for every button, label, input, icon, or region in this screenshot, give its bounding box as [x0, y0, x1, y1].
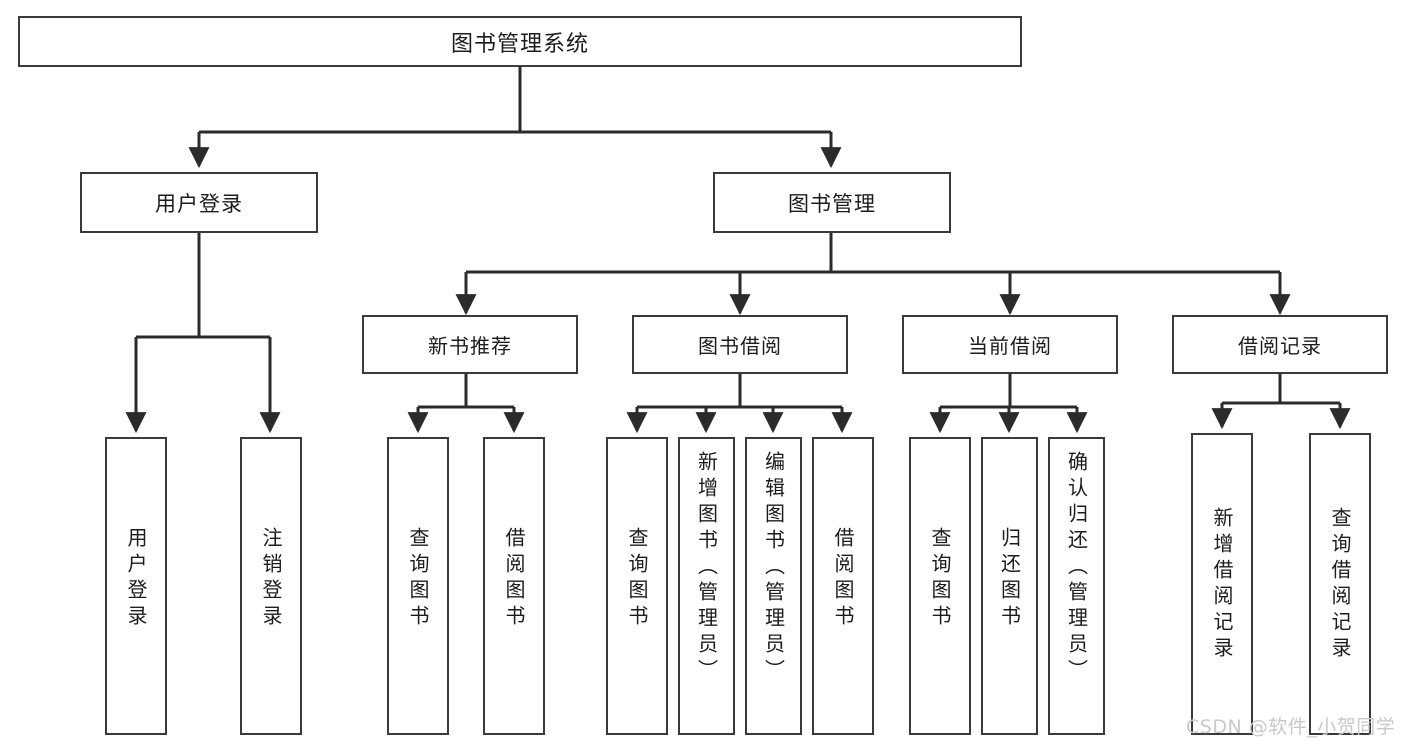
leaf-new-book-borrow[interactable]: 借阅图书: [483, 437, 545, 735]
watermark: CSDN @软件_小贺同学: [1186, 716, 1396, 738]
node-borrow-record[interactable]: 借阅记录: [1172, 315, 1388, 374]
leaf-book-borrow-query[interactable]: 查询图书: [606, 437, 668, 735]
leaf-new-book-query-label: 查询图书: [406, 527, 430, 631]
leaf-current-borrow-query-label: 查询图书: [928, 527, 952, 631]
leaf-user-login-logout[interactable]: 注销登录: [240, 437, 302, 735]
node-borrow-record-label: 借阅记录: [1238, 334, 1322, 358]
node-current-borrow[interactable]: 当前借阅: [902, 315, 1118, 374]
leaf-book-borrow-edit-label: 编辑图书（管理员）: [761, 451, 786, 685]
node-user-login-label: 用户登录: [155, 191, 243, 216]
leaf-user-login-login-label: 用户登录: [124, 527, 148, 631]
leaf-current-borrow-return-label: 归还图书: [997, 527, 1022, 631]
leaf-user-login-logout-label: 注销登录: [259, 527, 283, 631]
node-book-management-label: 图书管理: [788, 191, 876, 216]
leaf-borrow-record-add[interactable]: 新增借阅记录: [1191, 433, 1253, 735]
node-book-borrow-label: 图书借阅: [698, 334, 782, 358]
leaf-book-borrow-borrow-label: 借阅图书: [831, 527, 855, 631]
leaf-current-borrow-query[interactable]: 查询图书: [909, 437, 971, 735]
leaf-borrow-record-query[interactable]: 查询借阅记录: [1309, 433, 1371, 735]
leaf-book-borrow-query-label: 查询图书: [625, 527, 649, 631]
node-book-borrow[interactable]: 图书借阅: [632, 315, 848, 374]
leaf-book-borrow-borrow[interactable]: 借阅图书: [812, 437, 874, 735]
leaf-book-borrow-add-label: 新增图书（管理员）: [694, 451, 719, 685]
leaf-current-borrow-confirm-return[interactable]: 确认归还（管理员）: [1048, 437, 1105, 735]
leaf-current-borrow-confirm-return-label: 确认归还（管理员）: [1064, 451, 1089, 685]
leaf-book-borrow-edit[interactable]: 编辑图书（管理员）: [745, 437, 802, 735]
node-book-management[interactable]: 图书管理: [713, 172, 951, 233]
leaf-borrow-record-query-label: 查询借阅记录: [1328, 507, 1352, 663]
node-root-label: 图书管理系统: [450, 31, 589, 57]
leaf-current-borrow-return[interactable]: 归还图书: [981, 437, 1038, 735]
node-new-book-recommend-label: 新书推荐: [428, 334, 512, 358]
leaf-borrow-record-add-label: 新增借阅记录: [1210, 507, 1234, 663]
leaf-new-book-borrow-label: 借阅图书: [502, 527, 526, 631]
leaf-user-login-login[interactable]: 用户登录: [105, 437, 167, 735]
leaf-book-borrow-add[interactable]: 新增图书（管理员）: [678, 437, 735, 735]
node-root[interactable]: 图书管理系统: [18, 16, 1022, 67]
node-current-borrow-label: 当前借阅: [968, 334, 1052, 358]
leaf-new-book-query[interactable]: 查询图书: [387, 437, 449, 735]
node-user-login[interactable]: 用户登录: [80, 172, 318, 233]
node-new-book-recommend[interactable]: 新书推荐: [362, 315, 578, 374]
